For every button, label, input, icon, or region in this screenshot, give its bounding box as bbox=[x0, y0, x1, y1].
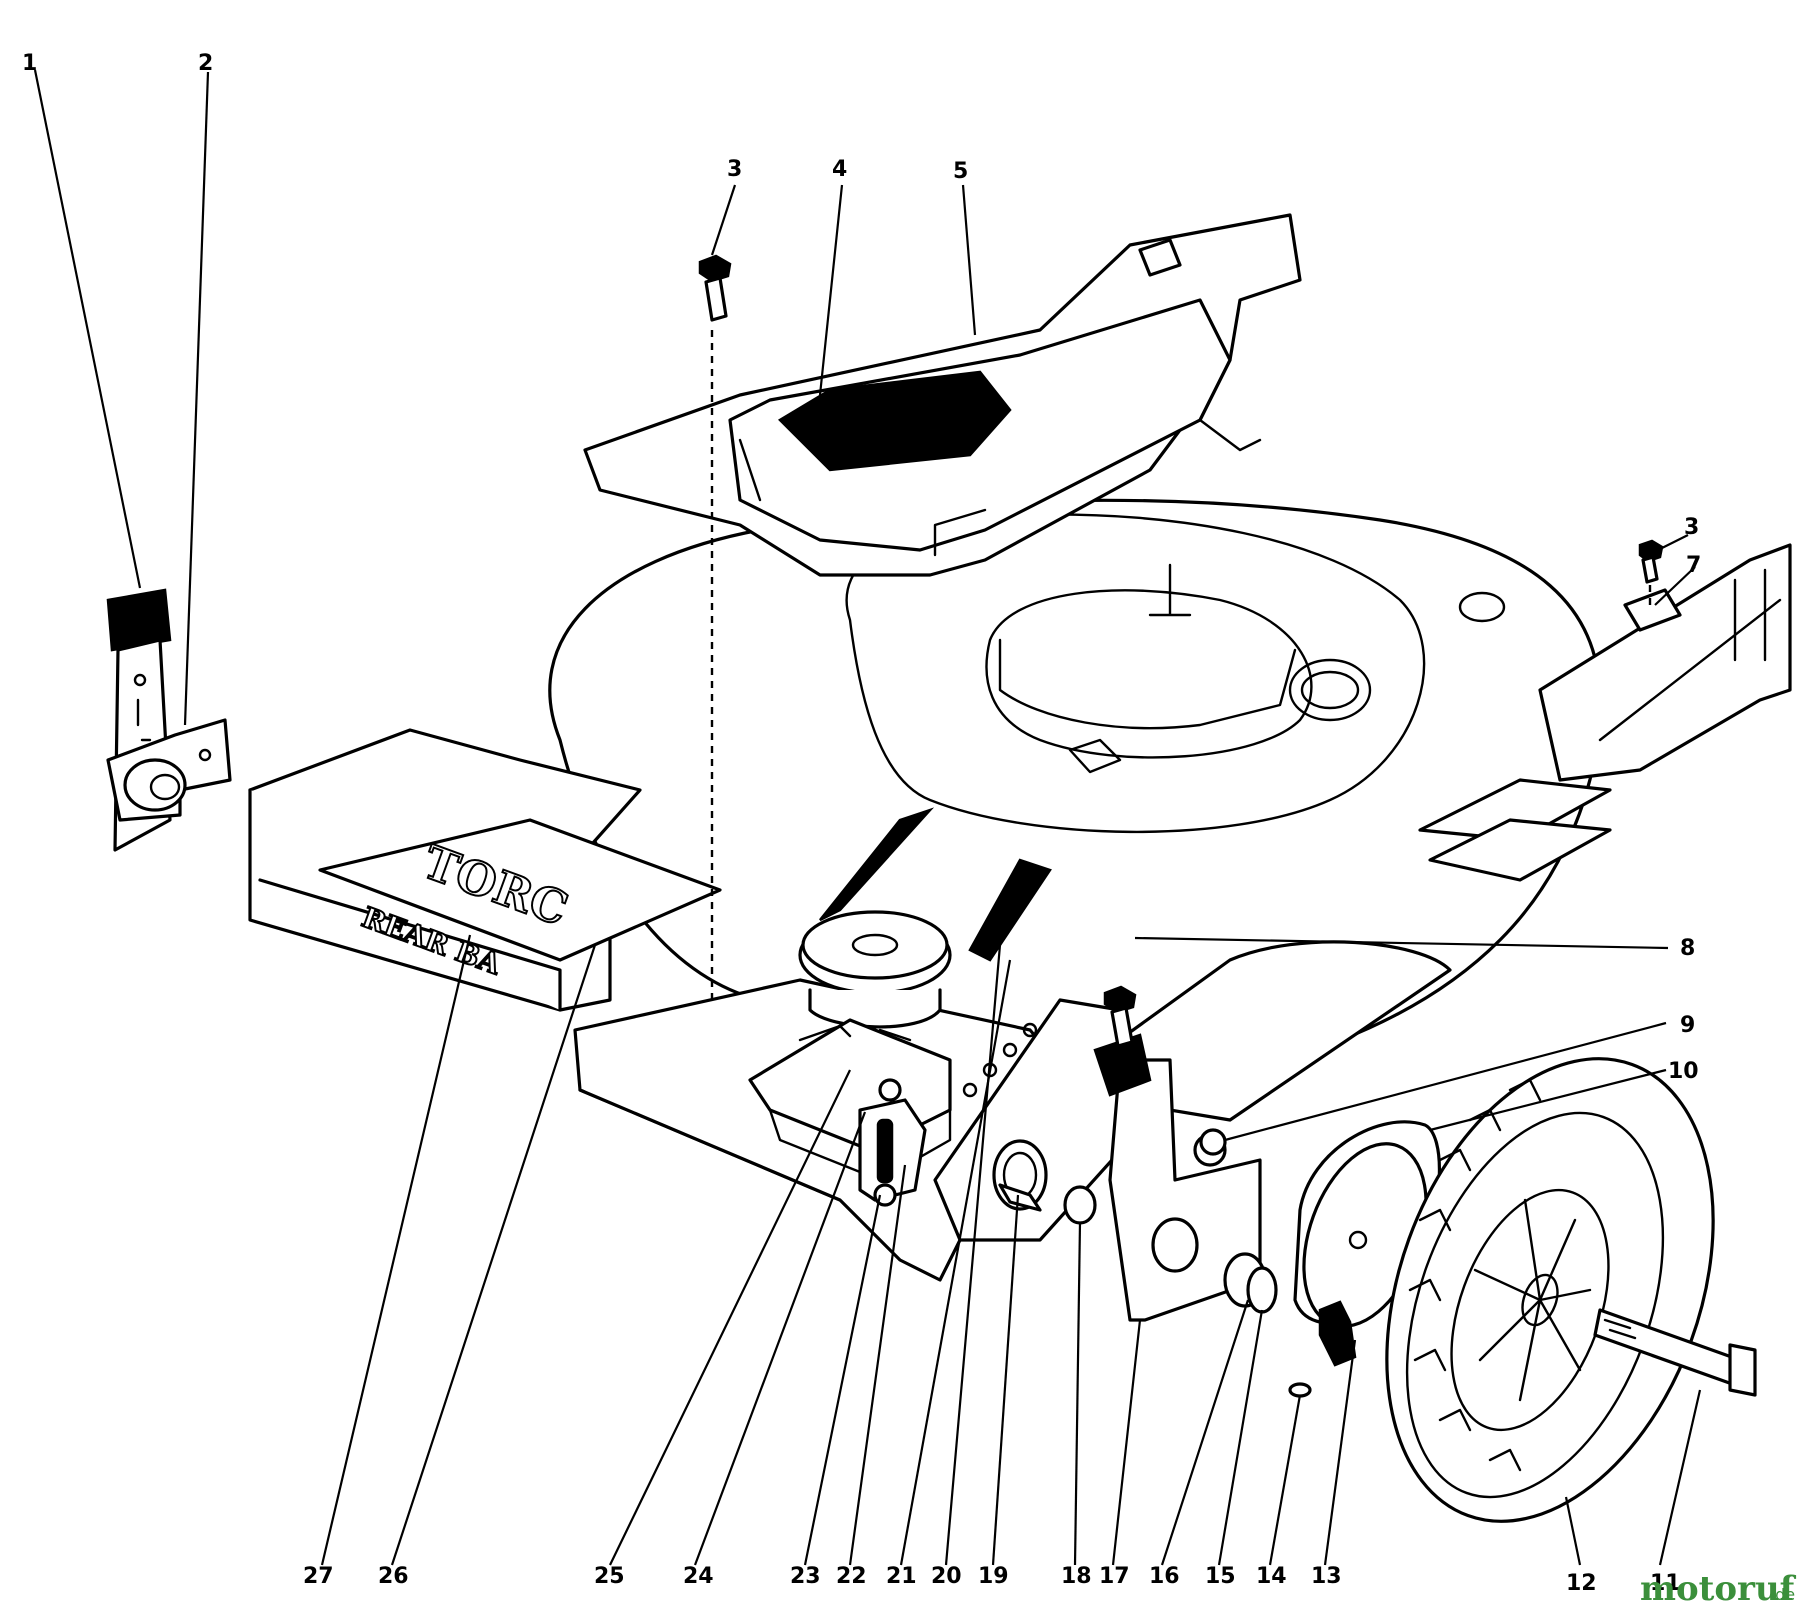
callout-18: 18 bbox=[1061, 1564, 1092, 1589]
callout-27: 27 bbox=[303, 1564, 334, 1589]
watermark-brand: motoruf bbox=[1640, 1569, 1797, 1609]
callout-2: 2 bbox=[198, 51, 213, 76]
rear-bar: REAR BA TORC bbox=[248, 728, 722, 1012]
leader-lines bbox=[33, 69, 1702, 1566]
callout-15: 15 bbox=[1205, 1564, 1236, 1589]
pulley-belt bbox=[798, 807, 1052, 1029]
transmission bbox=[748, 1018, 952, 1207]
callout-19: 19 bbox=[978, 1564, 1009, 1589]
callout-17: 17 bbox=[1099, 1564, 1130, 1589]
callout-10: 10 bbox=[1668, 1059, 1699, 1084]
callout-25: 25 bbox=[594, 1564, 625, 1589]
callout-14: 14 bbox=[1256, 1564, 1287, 1589]
callout-5: 5 bbox=[953, 159, 968, 184]
callout-11: 11 bbox=[1650, 1571, 1681, 1596]
callout-4: 4 bbox=[832, 157, 847, 182]
callout-20: 20 bbox=[931, 1564, 962, 1589]
watermark: motoruf .de bbox=[1640, 1569, 1797, 1609]
hardware bbox=[698, 254, 1682, 1156]
callout-23: 23 bbox=[790, 1564, 821, 1589]
callout-3: 3 bbox=[727, 157, 742, 182]
callout-1: 1 bbox=[22, 51, 37, 76]
callout-12: 12 bbox=[1566, 1571, 1597, 1596]
callout-labels: 1 2 3 4 5 3 7 8 9 10 27 26 25 24 23 22 2… bbox=[22, 51, 1701, 1596]
callout-26: 26 bbox=[378, 1564, 409, 1589]
callout-13: 13 bbox=[1311, 1564, 1342, 1589]
callout-24: 24 bbox=[683, 1564, 714, 1589]
height-adjuster-lever bbox=[106, 588, 232, 852]
wheel bbox=[1385, 1057, 1757, 1523]
watermark-suffix: .de bbox=[1770, 1585, 1795, 1604]
callout-8: 8 bbox=[1680, 936, 1695, 961]
callout-22: 22 bbox=[836, 1564, 867, 1589]
belt-cover bbox=[583, 213, 1302, 577]
callout-16: 16 bbox=[1149, 1564, 1180, 1589]
callout-7: 7 bbox=[1686, 553, 1701, 578]
callout-21: 21 bbox=[886, 1564, 917, 1589]
assembly-lines bbox=[710, 330, 1652, 1090]
callout-3b: 3 bbox=[1684, 515, 1699, 540]
callout-9: 9 bbox=[1680, 1013, 1695, 1038]
